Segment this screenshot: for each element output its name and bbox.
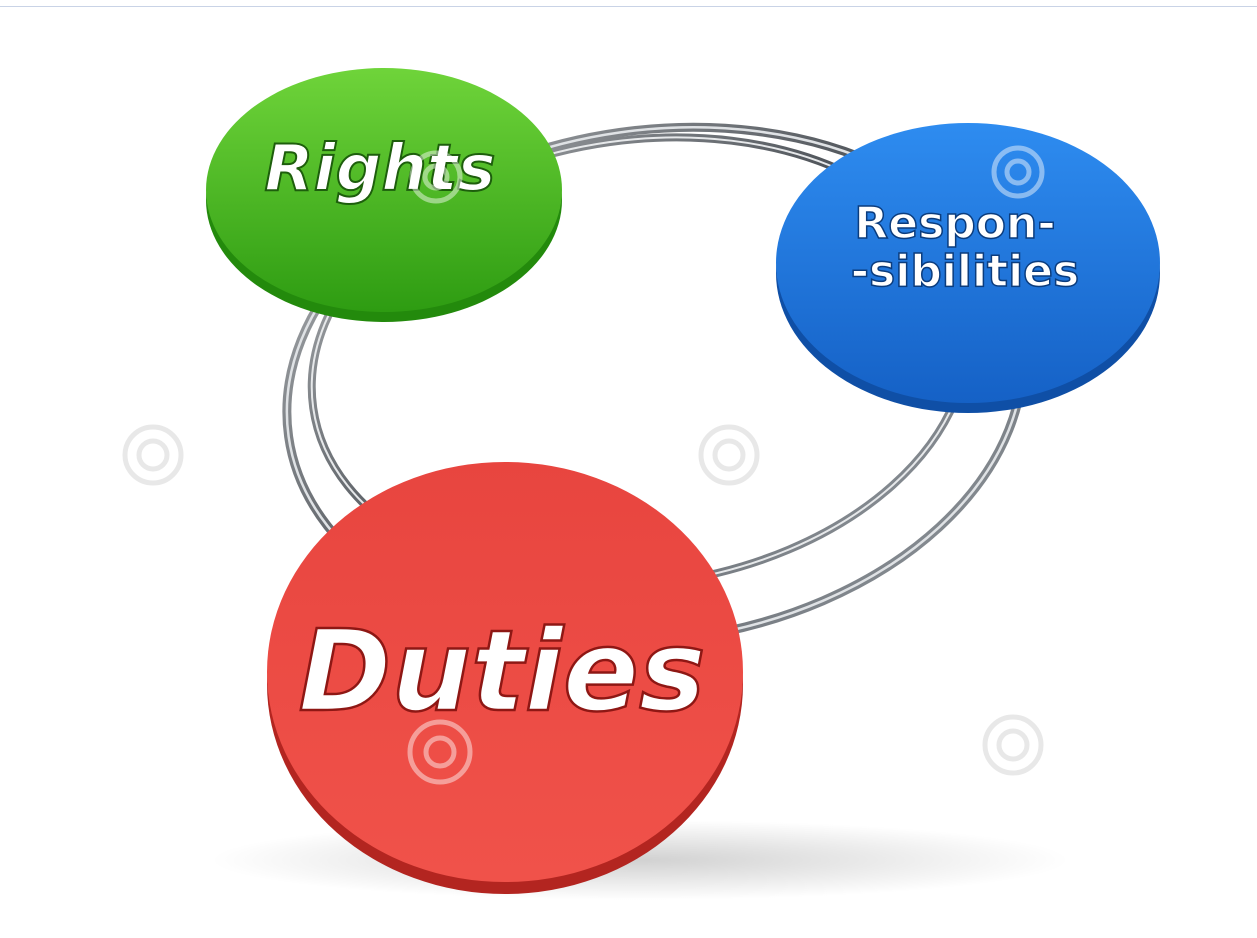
watermark-overlay	[407, 145, 1045, 785]
responsibilities-label-line2: -sibilities	[851, 246, 1079, 297]
watermark-icons	[122, 424, 1044, 776]
rights-label: Rights	[264, 132, 495, 206]
duties-disc: Duties	[267, 462, 743, 894]
duties-label: Duties	[298, 607, 705, 737]
rights-disc: Rights	[206, 68, 562, 322]
responsibilities-label-line1: Respon-	[854, 198, 1055, 249]
top-divider	[0, 0, 1257, 7]
responsibilities-disc: Respon- -sibilities	[776, 123, 1160, 413]
